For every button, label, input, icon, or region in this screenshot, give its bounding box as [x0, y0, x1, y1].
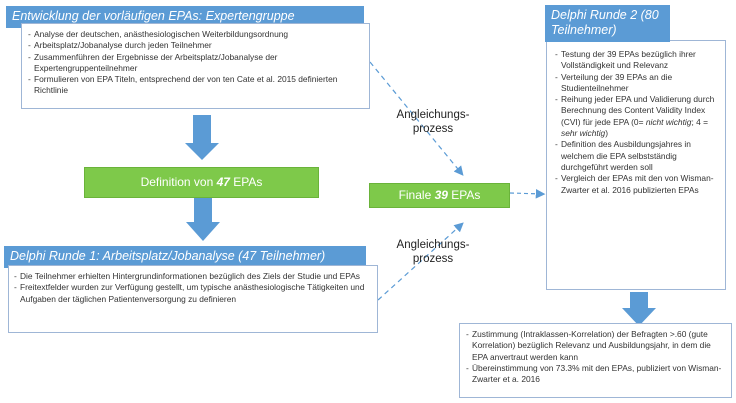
- list-item: Freitextfelder wurden zur Verfügung gest…: [12, 282, 374, 305]
- list-item: Zustimmung (Intraklassen-Korrelation) de…: [464, 329, 728, 363]
- list-item: Vergleich der EPAs mit den von Wisman-Zw…: [553, 173, 721, 196]
- definition-number: 47: [216, 175, 230, 189]
- expertengruppe-title: Entwicklung der vorläufigen EPAs: Expert…: [12, 9, 295, 23]
- finale-number: 39: [434, 188, 448, 202]
- dashed-connector-top: [369, 61, 464, 176]
- runde1-panel: Die Teilnehmer erhielten Hintergrundinfo…: [8, 265, 378, 333]
- finale-box: Finale 39 EPAs: [369, 183, 510, 208]
- down-arrow-2: [186, 196, 220, 241]
- dashed-connector-right: [509, 188, 546, 199]
- list-item: Zusammenführen der Ergebnisse der Arbeit…: [26, 52, 364, 75]
- list-item: Arbeitsplatz/Jobanalyse durch jeden Teil…: [26, 40, 364, 51]
- definition-box: Definition von 47 EPAs: [84, 167, 319, 198]
- runde2-panel: Testung der 39 EPAs bezüglich ihrer Voll…: [546, 40, 726, 290]
- cvi-scale: (0= nicht wichtig; 4 = sehr wichtig): [561, 116, 708, 139]
- list-item: Testung der 39 EPAs bezüglich ihrer Voll…: [553, 49, 721, 72]
- dashed-connector-bottom: [377, 222, 464, 301]
- expertengruppe-panel: Analyse der deutschen, anästhesiologisch…: [21, 23, 370, 109]
- list-item: Analyse der deutschen, anästhesiologisch…: [26, 29, 364, 40]
- runde2-header: Delphi Runde 2 (80 Teilnehmer): [545, 5, 670, 42]
- down-arrow-3: [622, 292, 656, 326]
- list-item: Definition des Ausbildungsjahres in welc…: [553, 139, 721, 173]
- angleichung-label-top: Angleichungs- prozess: [396, 109, 470, 135]
- runde2-list: Testung der 39 EPAs bezüglich ihrer Voll…: [553, 49, 721, 196]
- runde2-title: Delphi Runde 2 (80 Teilnehmer): [551, 8, 659, 37]
- list-item: Die Teilnehmer erhielten Hintergrundinfo…: [12, 271, 374, 282]
- expertengruppe-header: Entwicklung der vorläufigen EPAs: Expert…: [6, 6, 364, 28]
- list-item: Verteilung der 39 EPAs an die Studientei…: [553, 72, 721, 95]
- ergebnis-panel: Zustimmung (Intraklassen-Korrelation) de…: [459, 323, 732, 398]
- ergebnis-list: Zustimmung (Intraklassen-Korrelation) de…: [464, 329, 728, 385]
- expertengruppe-list: Analyse der deutschen, anästhesiologisch…: [26, 29, 364, 97]
- list-item: Reihung jeder EPA und Validierung durch …: [553, 94, 721, 139]
- angleichung-label-bottom: Angleichungs- prozess: [396, 239, 470, 265]
- runde1-header: Delphi Runde 1: Arbeitsplatz/Jobanalyse …: [4, 246, 366, 268]
- list-item: Übereinstimmung von 73.3% mit den EPAs, …: [464, 363, 728, 386]
- down-arrow-1: [185, 115, 219, 160]
- runde1-list: Die Teilnehmer erhielten Hintergrundinfo…: [12, 271, 374, 305]
- runde1-title: Delphi Runde 1: Arbeitsplatz/Jobanalyse …: [10, 249, 326, 263]
- list-item: Formulieren von EPA Titeln, entsprechend…: [26, 74, 364, 97]
